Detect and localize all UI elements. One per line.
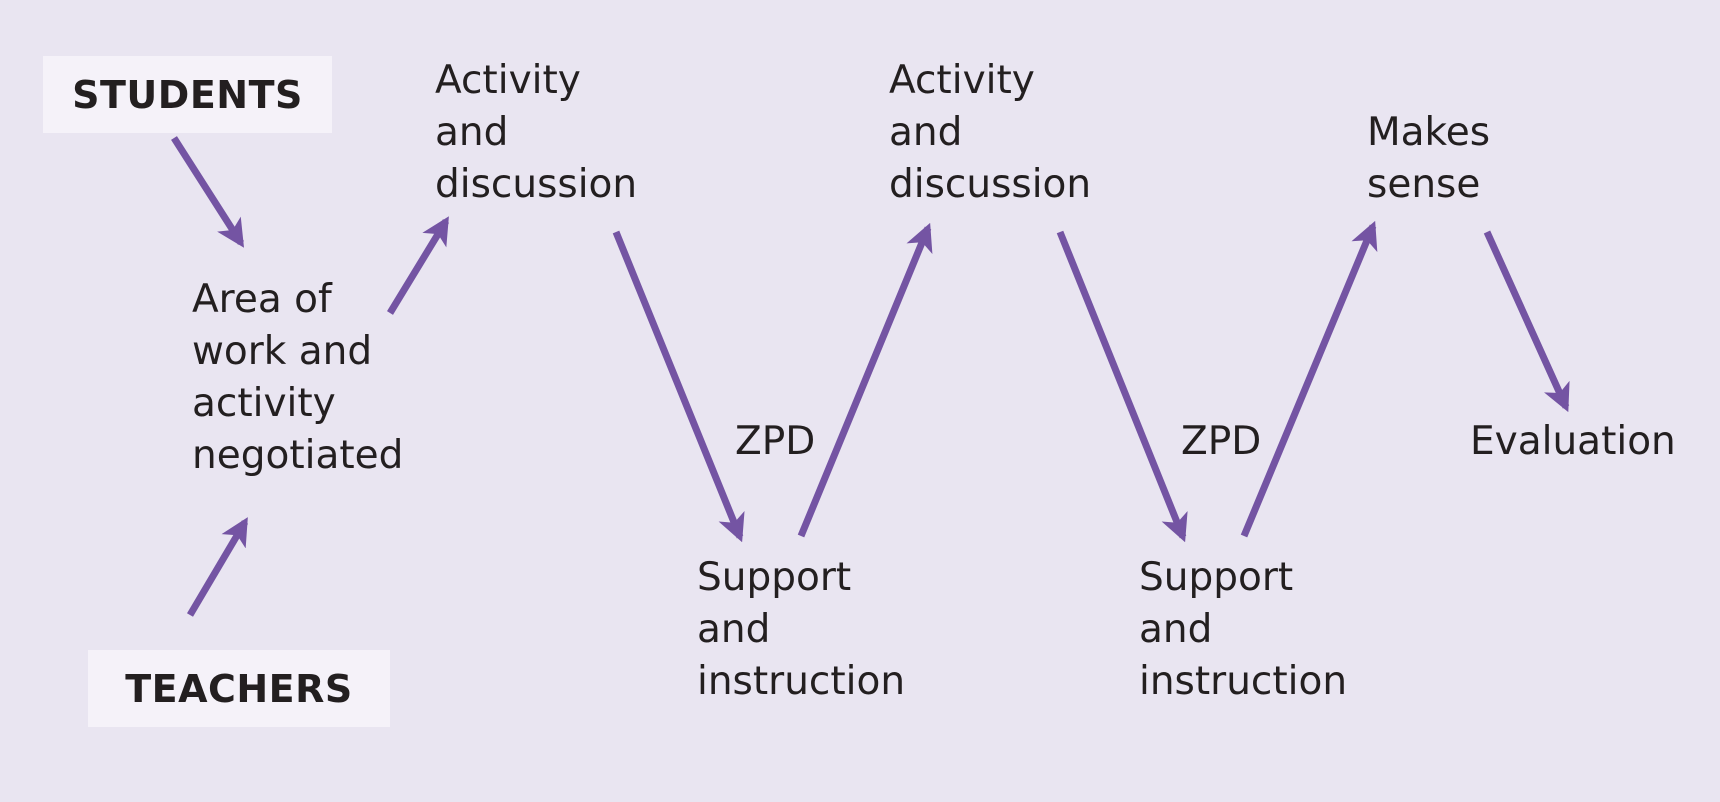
support-instruction-node-1: Support and instruction: [697, 555, 906, 704]
arrow-activity-1-to-support-1: [612, 230, 745, 543]
arrow-support-2-to-makes-sense: [1240, 220, 1378, 538]
arrow-makes-sense-to-evaluation: [1483, 230, 1570, 413]
area-of-work-node: Area of work and activity negotiated: [192, 277, 404, 478]
activity-discussion-node-1: Activity and discussion: [435, 58, 638, 207]
arrow-area-to-activity-1: [387, 216, 449, 315]
evaluation-node: Evaluation: [1470, 419, 1676, 464]
arrow-students-to-area: [171, 136, 245, 248]
zpd-label-1: ZPD: [735, 419, 816, 464]
support-instruction-node-2: Support and instruction: [1139, 555, 1348, 704]
arrow-support-1-to-activity-2: [797, 222, 933, 538]
arrow-activity-2-to-support-2: [1056, 230, 1188, 543]
makes-sense-node: Makes sense: [1367, 110, 1491, 207]
students-label: STUDENTS: [43, 56, 332, 133]
zpd-label-2: ZPD: [1181, 419, 1262, 464]
activity-discussion-node-2: Activity and discussion: [889, 58, 1092, 207]
arrow-teachers-to-area: [186, 517, 249, 617]
teachers-label: TEACHERS: [88, 650, 390, 727]
